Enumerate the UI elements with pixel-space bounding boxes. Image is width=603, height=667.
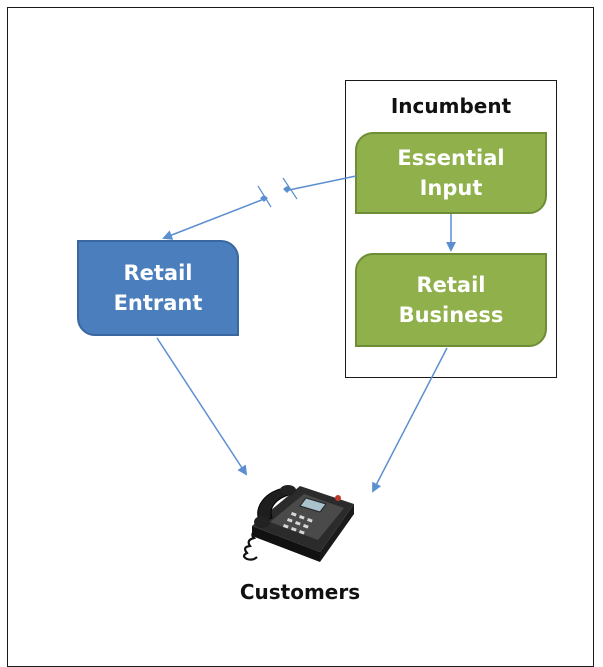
essential-input-node: Essential Input <box>355 132 547 214</box>
retail-entrant-node: Retail Entrant <box>77 240 239 336</box>
arrow-essential-to-entrant-seg2 <box>162 198 265 240</box>
break-dot-1 <box>283 186 291 193</box>
arrow-entrant-to-customers <box>156 337 248 476</box>
arrow-retail-business-to-customers <box>372 347 448 493</box>
desk-phone-icon <box>242 485 354 562</box>
incumbent-title: Incumbent <box>390 94 512 118</box>
retail-business-node: Retail Business <box>355 253 547 347</box>
arrow-essential-to-entrant-seg1 <box>288 175 357 191</box>
break-dot-2 <box>260 195 268 202</box>
customers-label: Customers <box>239 580 361 604</box>
